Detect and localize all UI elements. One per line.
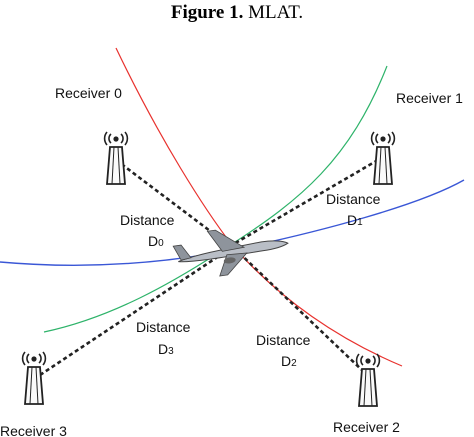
distance-3-label: D3: [158, 341, 174, 357]
receiver-2-tower-icon: [355, 353, 381, 407]
figure-caption: Figure 1. MLAT.: [0, 2, 474, 24]
receiver-2-label: Receiver 2: [333, 419, 400, 435]
figure-number: Figure 1.: [170, 2, 244, 23]
figure-title: MLAT.: [243, 2, 304, 23]
distance-line-2: [233, 247, 365, 373]
receiver-1-label: Receiver 1: [396, 90, 463, 106]
receiver-1-tower-icon: [370, 131, 396, 185]
distance-2-label: D2: [281, 353, 297, 369]
receiver-0-tower-icon: [103, 131, 129, 185]
receiver-3-tower-icon: [21, 351, 47, 405]
distance-1-word: Distance: [326, 191, 381, 207]
distance-3-word: Distance: [136, 319, 191, 335]
aircraft-icon: [172, 229, 289, 277]
distance-1-label: D1: [347, 212, 363, 228]
distance-0-label: D0: [148, 233, 164, 249]
distance-0-word: Distance: [120, 212, 175, 228]
distance-line-3: [39, 248, 229, 377]
receiver-0-label: Receiver 0: [55, 85, 122, 101]
receiver-3-label: Receiver 3: [0, 423, 67, 437]
distance-2-word: Distance: [256, 332, 311, 348]
distance-line-1: [231, 158, 379, 247]
